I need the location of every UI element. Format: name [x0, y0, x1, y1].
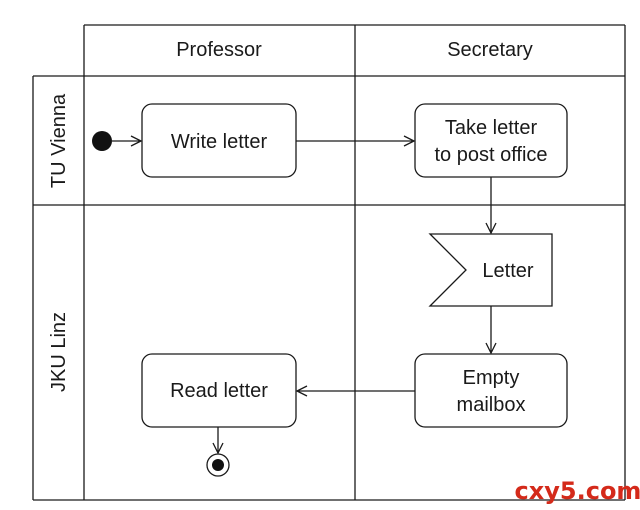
column-header-secretary: Secretary — [447, 39, 533, 61]
swimlane-grid — [32, 24, 626, 501]
action-take-letter — [414, 103, 568, 178]
row-header-tu-vienna: TU Vienna — [48, 93, 70, 188]
action-empty-mailbox-label-line1: Empty — [463, 367, 520, 389]
action-take-letter-label-line1: Take letter — [445, 117, 538, 139]
action-write-letter-label: Write letter — [171, 131, 268, 153]
watermark: cxy5.com — [515, 477, 640, 505]
action-take-letter-label-line2: to post office — [434, 144, 547, 166]
final-node-core — [212, 459, 224, 471]
row-header-jku-linz: JKU Linz — [48, 312, 70, 392]
accept-event-letter-label: Letter — [482, 260, 533, 282]
action-read-letter-label: Read letter — [170, 380, 268, 402]
action-empty-mailbox — [414, 353, 568, 428]
column-header-professor: Professor — [176, 39, 262, 61]
initial-node — [92, 131, 112, 151]
action-empty-mailbox-label-line2: mailbox — [457, 394, 526, 416]
